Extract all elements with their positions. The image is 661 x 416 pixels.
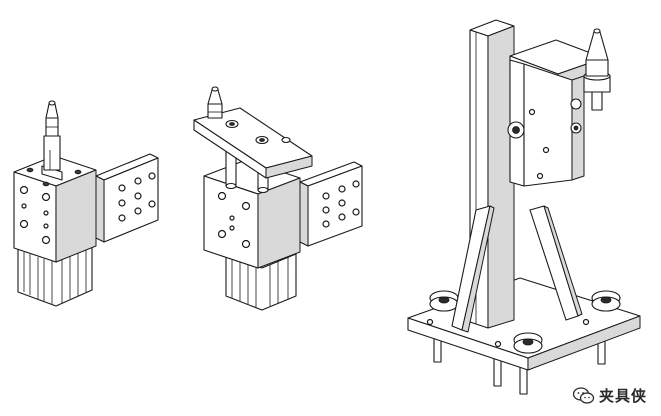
assembly-middle-clamp xyxy=(193,86,363,311)
wechat-icon xyxy=(572,386,595,404)
assembly-right-fixture-stand xyxy=(407,19,641,395)
right-locating-pin xyxy=(583,28,611,111)
assembly-left-cylinder-pin xyxy=(13,100,159,307)
middle-locating-pin xyxy=(207,86,223,119)
left-cylinder-rods xyxy=(17,245,93,307)
left-locating-pin xyxy=(41,100,63,181)
watermark: 夹具侠 xyxy=(572,385,647,406)
middle-main-block xyxy=(203,159,301,269)
left-side-bracket xyxy=(95,153,159,243)
right-gussets xyxy=(451,205,583,333)
middle-side-bracket xyxy=(299,161,363,247)
right-upper-arm xyxy=(507,39,605,187)
middle-clamp-arm xyxy=(193,107,313,179)
watermark-text: 夹具侠 xyxy=(598,387,647,405)
middle-cylinder-rods xyxy=(225,253,297,311)
